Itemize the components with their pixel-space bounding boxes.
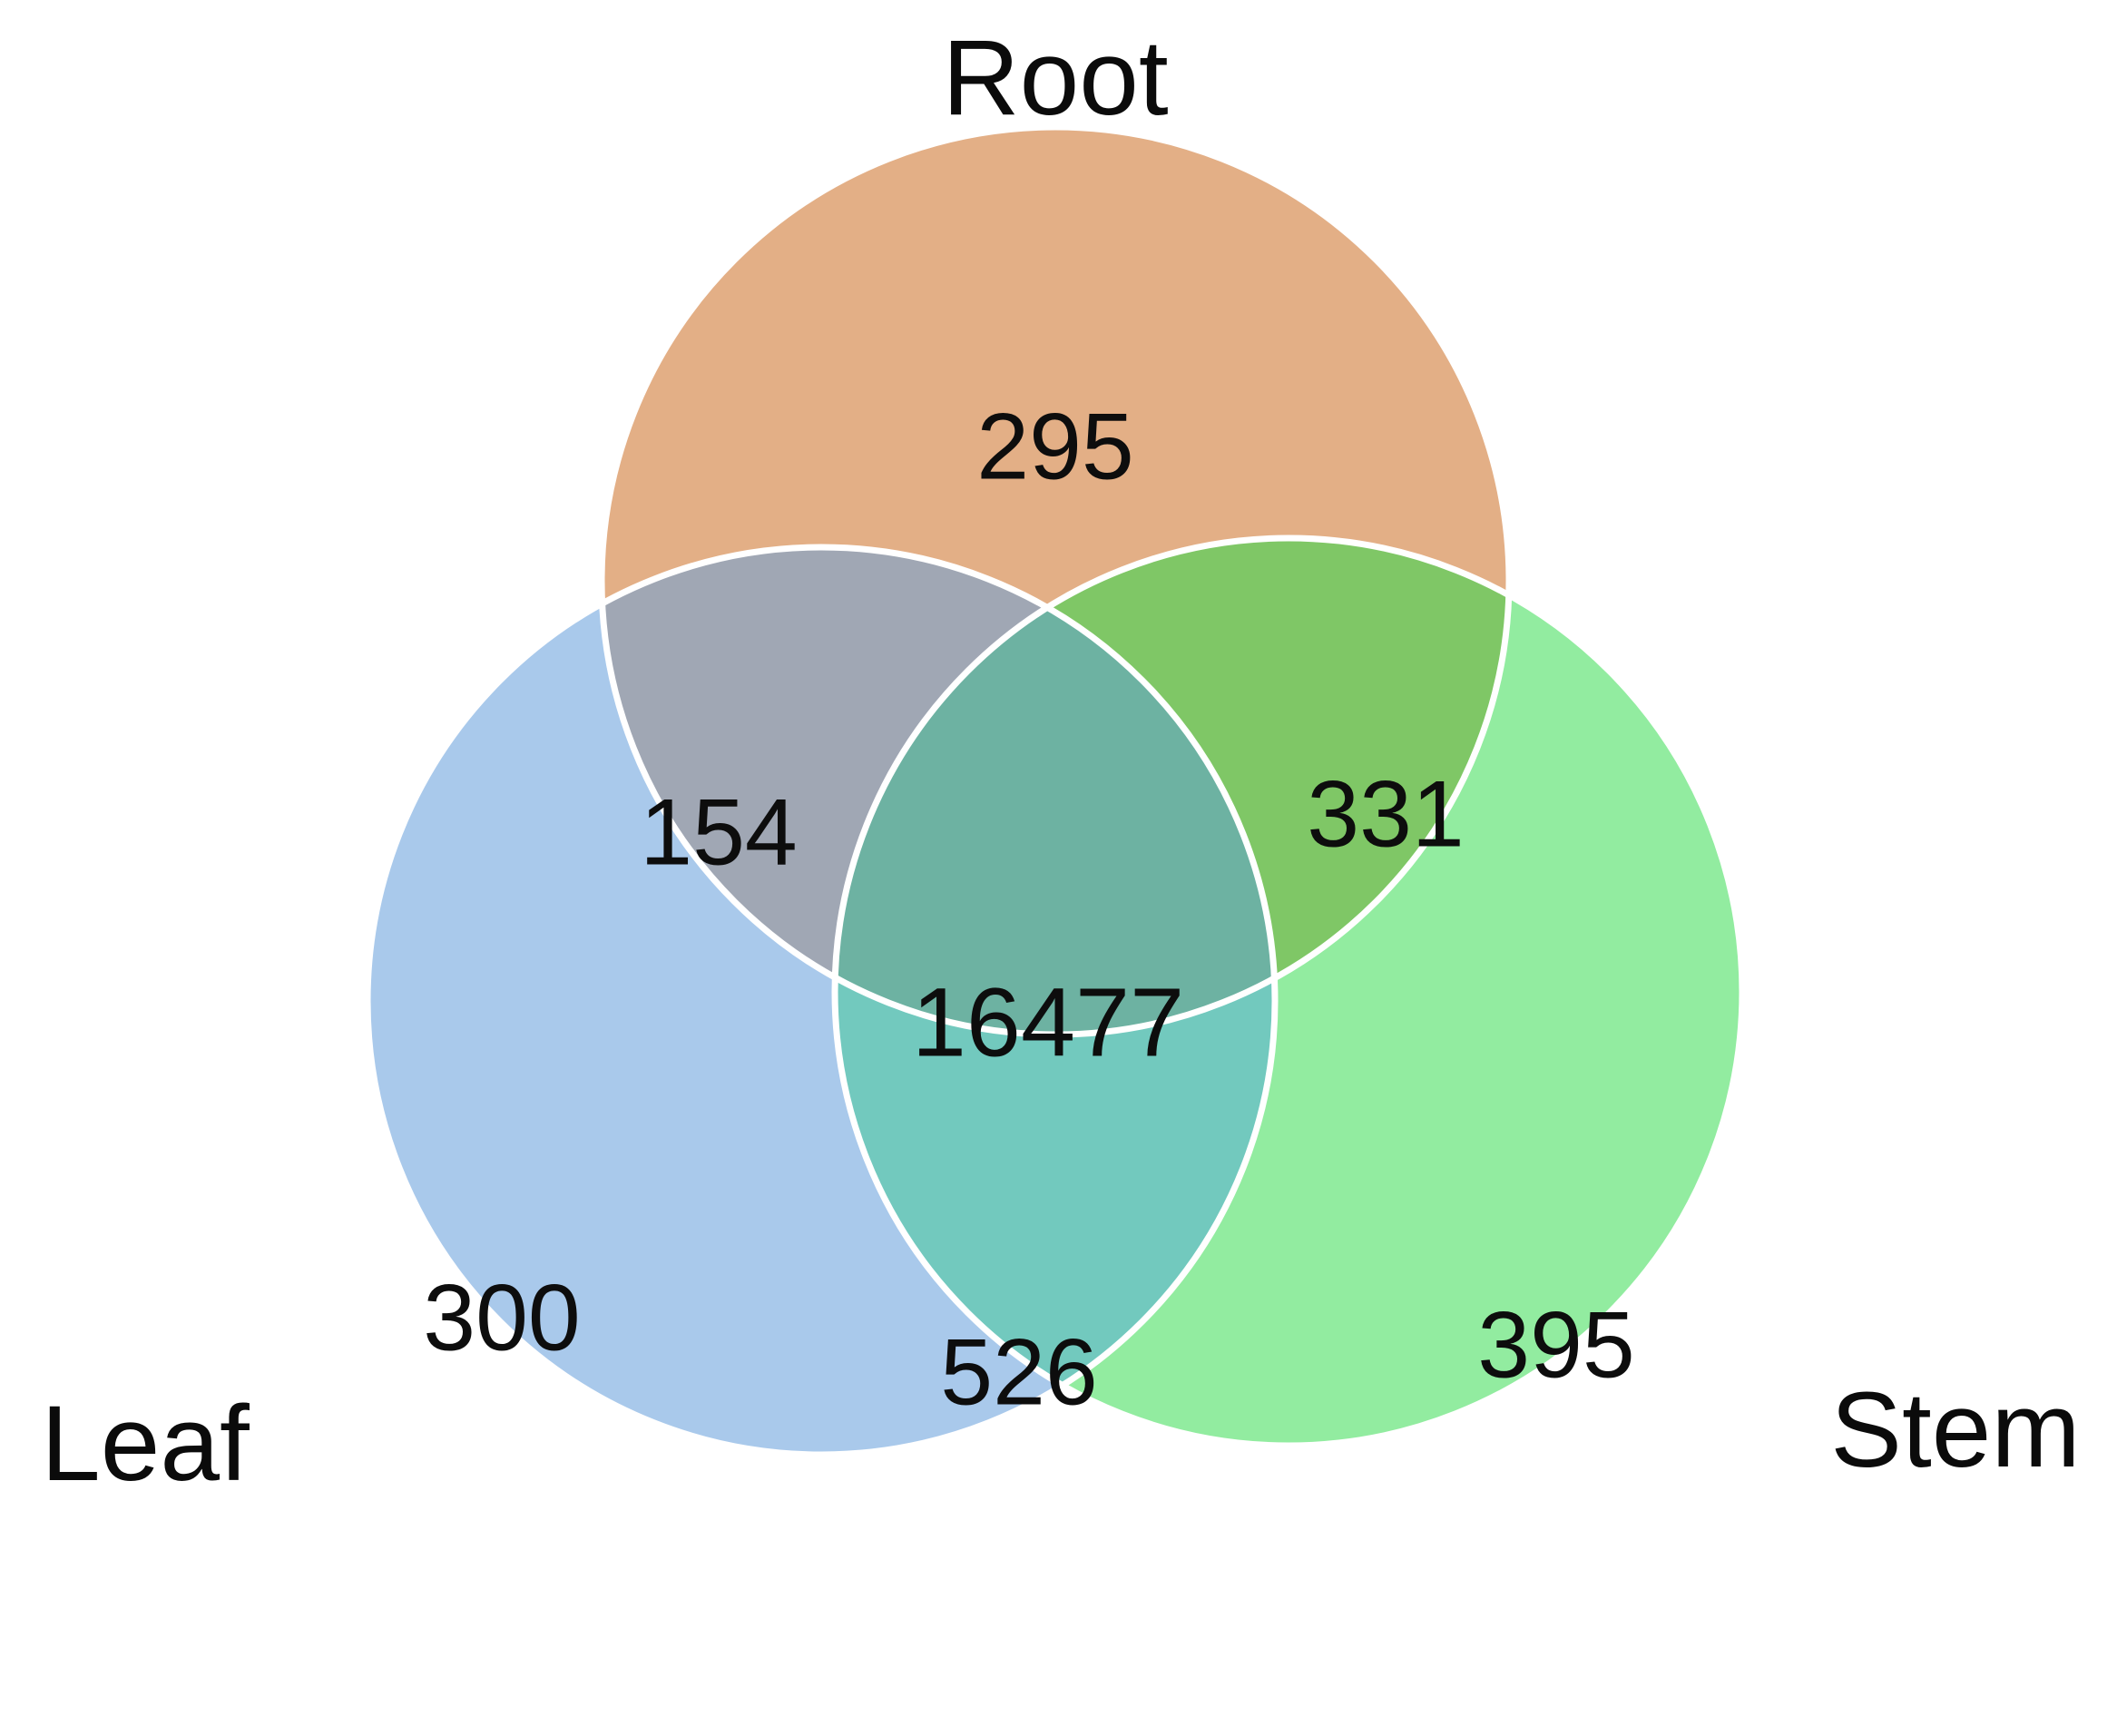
count-root-only: 295 bbox=[976, 394, 1134, 499]
count-leaf-only: 300 bbox=[423, 1265, 581, 1370]
set-outline-leaf bbox=[364, 544, 1279, 1458]
set-label-root: Root bbox=[942, 18, 1168, 138]
intersection-root-leaf-stem bbox=[835, 547, 1275, 1035]
set-label-leaf: Leaf bbox=[41, 1384, 250, 1504]
set-label-stem: Stem bbox=[1830, 1370, 2080, 1490]
set-outline-stem bbox=[831, 535, 1746, 1449]
count-root-stem: 331 bbox=[1307, 761, 1465, 867]
count-root-leaf-stem: 16477 bbox=[912, 967, 1184, 1077]
count-stem-only: 395 bbox=[1477, 1292, 1635, 1398]
count-root-leaf: 154 bbox=[640, 780, 798, 885]
count-leaf-stem: 526 bbox=[940, 1319, 1098, 1425]
set-outline-root bbox=[598, 123, 1513, 1038]
